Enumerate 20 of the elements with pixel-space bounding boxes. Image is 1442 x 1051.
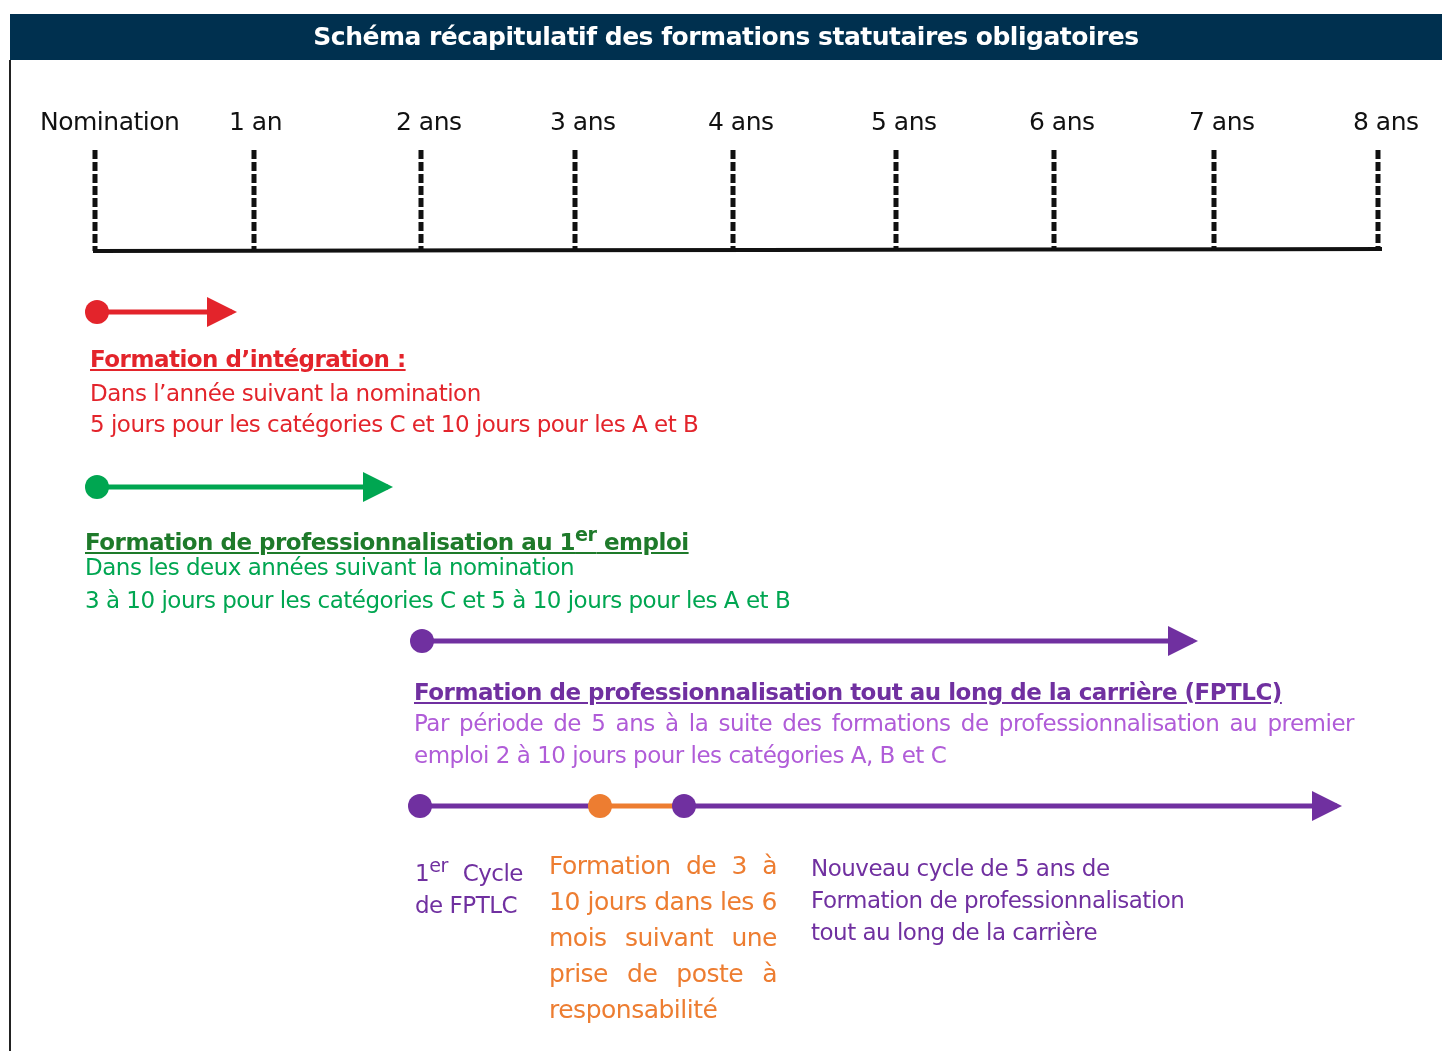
- description-text: Dans l’année suivant la nomination: [90, 379, 481, 408]
- time-label: 7 ans: [1189, 106, 1255, 138]
- section-heading: Formation d’intégration :: [90, 345, 406, 374]
- description-text: Nouveau cycle de 5 ans de Formation de professionnalisation tout au long de la carrière: [811, 854, 1186, 947]
- description-text: Formation de 3 à 10 jours dans les 6 mois suivant une prise de poste à responsabilité: [549, 850, 777, 1026]
- description-text: 3 à 10 jours pour les catégories C et 5 à 10 jours pour les A et B: [85, 586, 791, 615]
- section-heading: Formation de professionnalisation tout au long de la carrière (FPTLC): [414, 678, 1282, 707]
- description-text: 5 jours pour les catégories C et 10 jours pour les A et B: [90, 410, 699, 439]
- time-label: 8 ans: [1353, 106, 1419, 138]
- description-text: 1$^{er}$ Cycle de FPTLC: [415, 853, 523, 920]
- time-label: 5 ans: [871, 106, 937, 138]
- time-label: 3 ans: [550, 106, 616, 138]
- section-heading: Formation de professionnalisation au 1$^{er}$ emploi: [85, 522, 689, 556]
- time-label: 2 ans: [396, 106, 462, 138]
- time-label: 1 an: [229, 106, 283, 138]
- description-text: Par période de 5 ans à la suite des formations de professionnalisation au premier emploi 2 à 10 jours pour les catégories A, B et C: [414, 709, 1354, 770]
- time-label: Nomination: [40, 106, 180, 138]
- title-bar: Schéma récapitulatif des formations statutaires obligatoires: [10, 14, 1442, 60]
- time-label: 4 ans: [708, 106, 774, 138]
- time-label: 6 ans: [1029, 106, 1095, 138]
